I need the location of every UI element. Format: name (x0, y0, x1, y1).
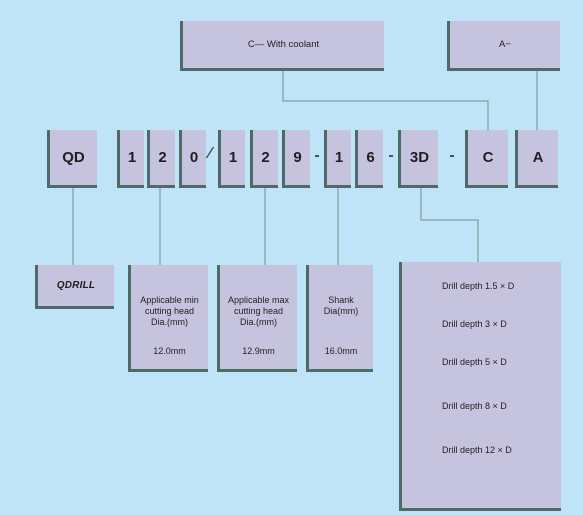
min-head-label-3: Dia.(mm) (151, 317, 188, 327)
code-digit-1b-text: 1 (228, 149, 238, 166)
shank-value: 16.0mm (324, 346, 358, 356)
drill-depth-1-5: Drill depth 1.5 × D (442, 281, 515, 291)
code-digit-6-text: 6 (366, 149, 375, 166)
max-head-label-3: Dia.(mm) (240, 317, 277, 327)
a-option-label: A− (499, 39, 511, 50)
drill-depth-12: Drill depth 12 × D (442, 445, 512, 455)
code-slash: ∕ (208, 145, 212, 162)
max-head-label-2: cutting head (233, 306, 284, 316)
shank-label-2: Dia(mm) (323, 306, 359, 316)
code-digit-2b: 2 (250, 130, 278, 188)
code-a-text: A (532, 149, 544, 166)
code-digit-1-text: 1 (127, 149, 137, 166)
min-head-label-2: cutting head (144, 306, 195, 316)
drill-depth-5: Drill depth 5 × D (442, 357, 507, 367)
drill-depth-8: Drill depth 8 × D (442, 401, 507, 411)
max-head-box: Applicable max cutting head Dia.(mm) 12.… (217, 265, 297, 372)
code-digit-0: 0 (179, 130, 206, 188)
code-dash-3: - (449, 147, 455, 164)
code-digit-2-text: 2 (158, 149, 167, 166)
code-digit-1c: 1 (324, 130, 351, 188)
connector-coolant (282, 70, 489, 130)
code-digit-1: 1 (117, 130, 144, 188)
code-digit-2b-text: 2 (261, 149, 270, 166)
a-option-box: A− (447, 21, 560, 71)
shank-box: Shank Dia(mm) 16.0mm (306, 265, 373, 372)
code-depth-text: 3D (409, 149, 430, 166)
drill-depth-3: Drill depth 3 × D (442, 319, 507, 329)
max-head-value: 12.9mm (242, 346, 275, 356)
coolant-option-box: C— With coolant (180, 21, 384, 71)
brand-logo: QDRILL (35, 265, 114, 309)
code-qd-text: QD (62, 149, 85, 166)
code-digit-1c-text: 1 (334, 149, 344, 166)
code-a: A (515, 130, 558, 188)
drill-depth-box: Drill depth 1.5 × D Drill depth 3 × D Dr… (399, 262, 561, 511)
code-digit-2: 2 (147, 130, 175, 188)
code-dash-1: - (314, 147, 320, 164)
code-qd: QD (47, 130, 97, 188)
code-digit-0-text: 0 (189, 149, 199, 166)
shank-label-1: Shank (328, 295, 354, 305)
code-c: C (465, 130, 508, 188)
min-head-value: 12.0mm (153, 346, 186, 356)
code-digit-9: 9 (282, 130, 310, 188)
connector-depth (420, 188, 479, 262)
code-digit-9-text: 9 (293, 149, 302, 166)
max-head-label-1: Applicable max (227, 295, 290, 305)
code-dash-2: - (388, 147, 394, 164)
code-c-text: C (482, 149, 494, 166)
code-digit-6: 6 (355, 130, 383, 188)
min-head-label-1: Applicable min (140, 295, 199, 305)
coolant-option-label: C— With coolant (247, 39, 320, 50)
brand-logo-text: QDRILL (56, 280, 96, 291)
min-head-box: Applicable min cutting head Dia.(mm) 12.… (128, 265, 208, 372)
code-digit-1b: 1 (218, 130, 245, 188)
code-depth: 3D (398, 130, 438, 188)
